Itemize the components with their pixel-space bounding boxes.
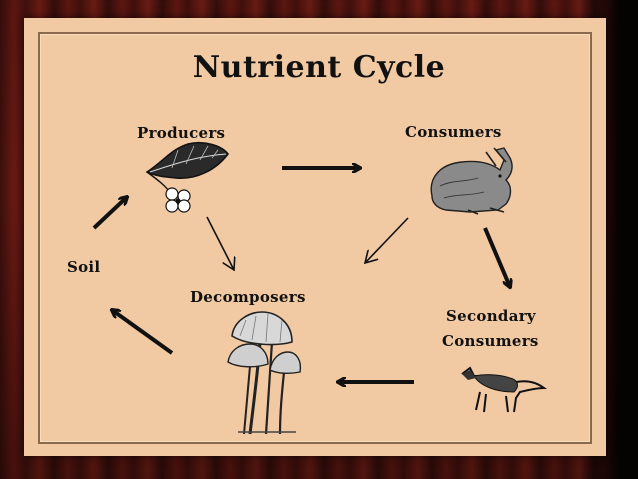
leaf-flower-icon bbox=[145, 142, 229, 213]
arrow-decomposers-to-soil bbox=[112, 310, 174, 355]
fox-icon bbox=[461, 366, 548, 413]
node-label-secondary-2: Consumers bbox=[442, 332, 539, 350]
node-label-decomposers: Decomposers bbox=[190, 288, 306, 306]
arrow-producers-to-decomposers bbox=[206, 216, 234, 270]
rabbit-icon bbox=[430, 147, 513, 215]
node-label-secondary-1: Secondary bbox=[446, 307, 536, 325]
mushroom-icon bbox=[227, 311, 302, 435]
arrow-consumers-to-secondary bbox=[483, 227, 510, 287]
arrow-soil-to-producers bbox=[92, 197, 127, 230]
page-title: Nutrient Cycle bbox=[192, 50, 446, 85]
arrow-consumers-to-decomposers bbox=[365, 217, 409, 263]
slide-border bbox=[38, 32, 592, 444]
node-label-consumers: Consumers bbox=[405, 123, 502, 141]
node-label-producers: Producers bbox=[137, 124, 226, 142]
node-label-soil: Soil bbox=[67, 258, 101, 276]
